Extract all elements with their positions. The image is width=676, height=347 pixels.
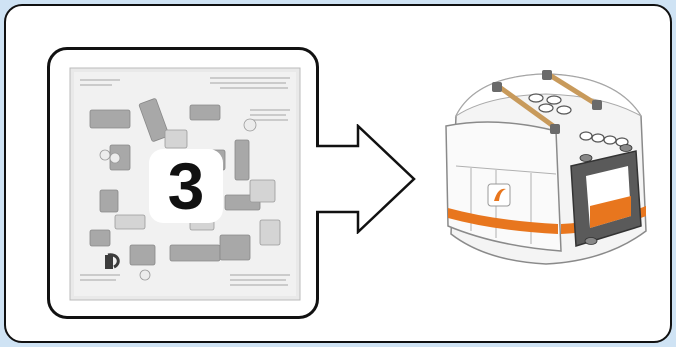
parts-bag-frame: 3 <box>47 47 319 319</box>
train-car-module-icon <box>436 56 656 286</box>
right-arrow-outline-icon <box>314 124 418 234</box>
bag-number-badge: 3 <box>149 149 223 223</box>
instruction-panel: 3 <box>4 4 672 343</box>
